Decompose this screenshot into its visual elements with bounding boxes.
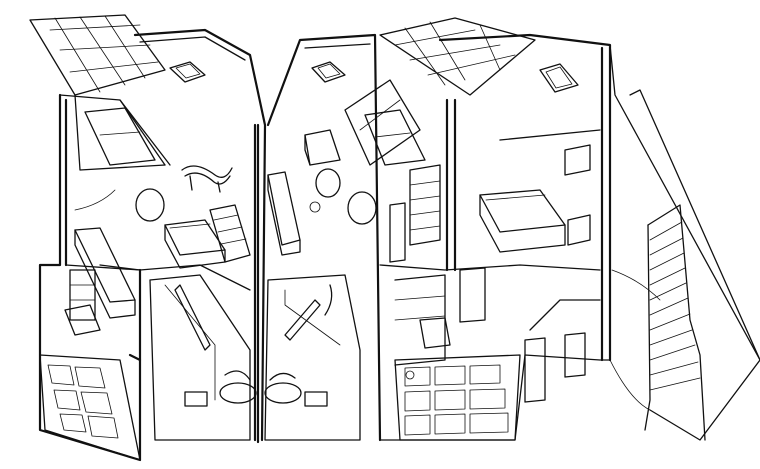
right-cabinet-panels [394, 354, 521, 441]
left-unit [29, 14, 267, 462]
right-bed [479, 189, 566, 253]
right-bathroom [264, 274, 361, 441]
right-unit-walls [266, 33, 760, 442]
staircase [609, 89, 760, 441]
right-skylight-1 [311, 61, 346, 83]
left-round-table [74, 188, 165, 222]
left-kitchen-counter [64, 227, 136, 336]
right-sofa [267, 171, 301, 256]
left-skylight [169, 61, 206, 83]
right-unit [264, 17, 760, 442]
right-kitchen [394, 267, 486, 366]
right-armchair [304, 129, 341, 166]
left-lounge-chair [181, 165, 233, 193]
left-cabinet-panels [39, 354, 141, 461]
right-glazed-roof [344, 17, 536, 166]
right-bookshelf [389, 144, 591, 263]
right-skylight-2 [539, 63, 579, 93]
right-storage [524, 299, 601, 403]
left-bathroom [149, 274, 257, 441]
left-unit-walls [38, 28, 267, 462]
right-round-tables [309, 168, 377, 225]
left-bed [164, 219, 226, 269]
left-bookshelf [209, 204, 251, 263]
left-glazed-roof [29, 14, 166, 171]
